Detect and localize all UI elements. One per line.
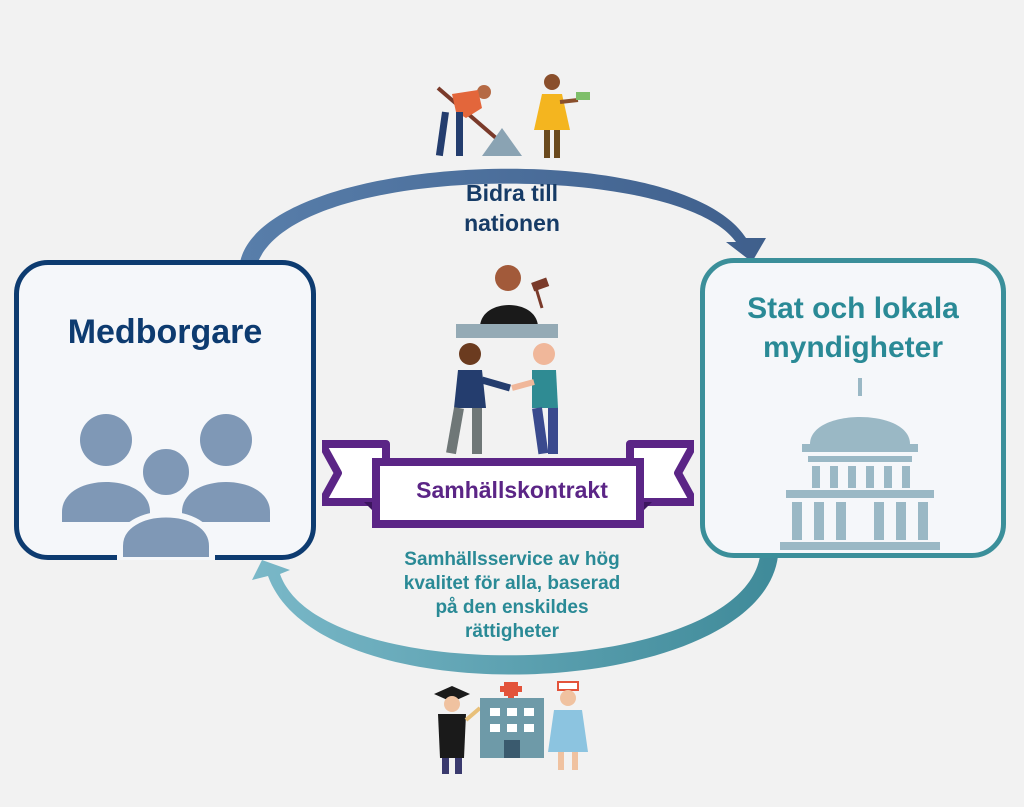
public-service-line1: Samhällsservice av hög [404, 549, 620, 570]
people-group-icon [62, 414, 270, 560]
graduate-icon [434, 686, 482, 774]
contribute-label-line1: Bidra till [465, 180, 558, 206]
social-contract-label: Samhällskontrakt [416, 477, 608, 503]
hospital-icon [480, 682, 544, 758]
public-service-line2: kvalitet för alla, baserad [403, 573, 621, 594]
contribute-label: Bidra till nationen [412, 178, 612, 238]
authorities-box: Stat och lokala myndigheter [700, 258, 1006, 558]
citizens-title: Medborgare [67, 313, 263, 351]
authorities-title: Stat och lokala myndigheter [705, 289, 1001, 367]
worker-digging-icon [435, 85, 522, 157]
public-service-line3: på den enskildes [435, 597, 589, 618]
nurse-icon [548, 681, 588, 770]
top-arc-arrow [240, 168, 766, 262]
social-contract-banner [322, 440, 694, 528]
capitol-building-icon [780, 378, 940, 550]
authorities-title-line2: myndigheter [762, 331, 944, 364]
bottom-arc-arrow [252, 556, 778, 675]
authorities-title-line1: Stat och lokala [747, 292, 959, 325]
person-paying-icon [534, 74, 590, 158]
handshake-icon [446, 343, 558, 455]
citizens-box: Medborgare [14, 260, 316, 560]
contribute-label-line2: nationen [464, 210, 560, 236]
public-service-label: Samhällsservice av hög kvalitet för alla… [362, 548, 662, 644]
judge-gavel-icon [456, 265, 558, 338]
public-service-line4: rättigheter [465, 621, 559, 642]
